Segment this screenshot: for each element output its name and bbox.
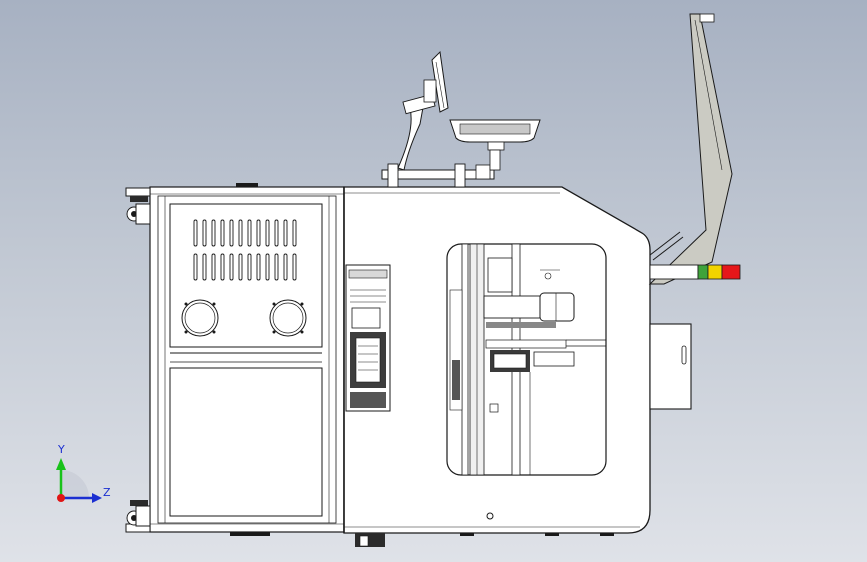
vent-slots-upper [193,219,297,247]
coordinate-triad: Y Z [56,443,111,503]
triad-z-label: Z [103,486,111,499]
right-inspection-window [446,243,607,476]
caster-bottom-left [125,500,151,533]
left-inspection-window [345,264,391,412]
left-cabinet [149,183,345,533]
fan-port-left [181,299,219,337]
keyboard-tray [449,119,541,171]
monitor-panel [423,50,449,113]
electrical-box [649,323,692,410]
rear-guard-panel [648,13,733,285]
vent-slots-lower [193,253,297,281]
triad-y-label: Y [57,443,65,456]
signal-tower-lamp [649,264,741,280]
caster-top-left [125,187,151,225]
fan-port-right [269,299,307,337]
